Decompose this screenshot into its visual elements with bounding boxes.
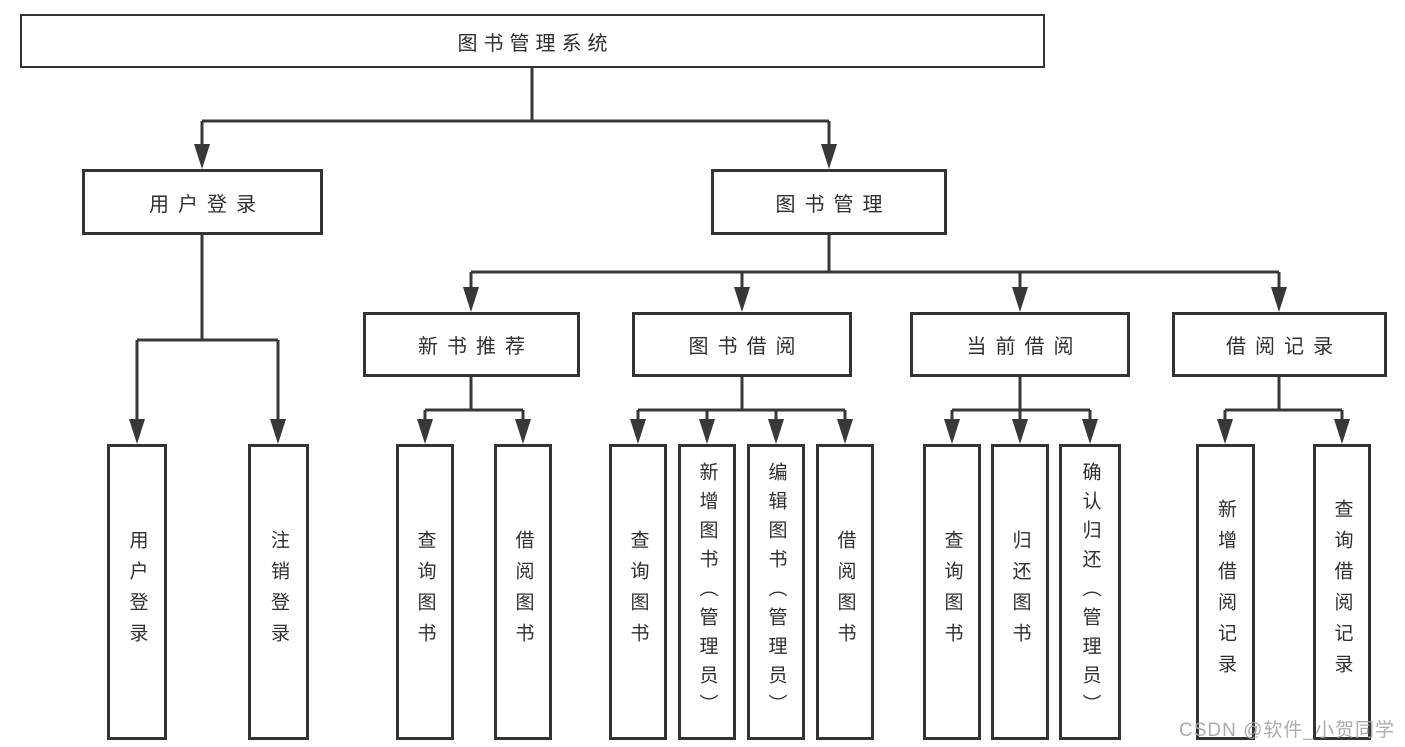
leaf-user-login-label: 用户登录 bbox=[126, 530, 148, 654]
node-book-borrowing-label: 图书借阅 bbox=[688, 336, 805, 358]
leaf-add-books-admin-label: 新增图书（管理员） bbox=[696, 461, 718, 723]
edge-borrow-records-to-leaves bbox=[1223, 377, 1344, 421]
edge-current-borrow-to-leaves bbox=[950, 377, 1092, 421]
leaf-confirm-return-admin: 确认归还（管理员） bbox=[1059, 444, 1121, 740]
leaf-add-books-admin: 新增图书（管理员） bbox=[678, 444, 736, 740]
node-user-login: 用户登录 bbox=[82, 169, 323, 235]
node-user-login-label: 用户登录 bbox=[149, 193, 265, 216]
node-book-borrowing: 图书借阅 bbox=[632, 312, 852, 377]
leaf-query-books-current-label: 查询图书 bbox=[941, 530, 963, 654]
leaf-borrow-books-recommend: 借阅图书 bbox=[494, 444, 552, 740]
node-library-system: 图书管理系统 bbox=[20, 14, 1045, 68]
csdn-watermark: CSDN @软件_小贺同学 bbox=[1179, 720, 1395, 741]
leaf-query-books-borrow-label: 查询图书 bbox=[627, 530, 649, 654]
node-library-system-label: 图书管理系统 bbox=[457, 32, 614, 55]
edge-book-borrow-to-leaves bbox=[636, 377, 847, 421]
leaf-borrow-books: 借阅图书 bbox=[816, 444, 874, 740]
leaf-borrow-books-label: 借阅图书 bbox=[834, 530, 856, 654]
leaf-query-books-recommend-label: 查询图书 bbox=[414, 530, 436, 654]
arrowheads bbox=[129, 144, 1350, 444]
leaf-query-books-borrow: 查询图书 bbox=[609, 444, 667, 740]
node-book-management-label: 图书管理 bbox=[775, 193, 892, 216]
edge-user-login-to-leaves bbox=[135, 235, 280, 421]
leaf-query-borrow-record: 查询借阅记录 bbox=[1313, 444, 1371, 740]
node-borrow-records: 借阅记录 bbox=[1172, 312, 1387, 377]
leaf-logout: 注销登录 bbox=[248, 444, 309, 740]
edge-root-to-level2 bbox=[200, 68, 831, 146]
node-current-borrowing: 当前借阅 bbox=[910, 312, 1130, 377]
leaf-edit-books-admin-label: 编辑图书（管理员） bbox=[765, 461, 787, 723]
leaf-borrow-books-recommend-label: 借阅图书 bbox=[512, 530, 534, 654]
leaf-query-books-recommend: 查询图书 bbox=[396, 444, 454, 740]
leaf-confirm-return-admin-label: 确认归还（管理员） bbox=[1079, 461, 1101, 723]
leaf-user-login: 用户登录 bbox=[107, 444, 167, 740]
node-current-borrowing-label: 当前借阅 bbox=[966, 336, 1083, 358]
leaf-query-borrow-record-label: 查询借阅记录 bbox=[1331, 499, 1353, 685]
leaf-add-borrow-record-label: 新增借阅记录 bbox=[1215, 499, 1236, 685]
leaf-edit-books-admin: 编辑图书（管理员） bbox=[747, 444, 805, 740]
node-book-management: 图书管理 bbox=[711, 169, 947, 235]
leaf-return-books: 归还图书 bbox=[991, 444, 1049, 740]
leaf-logout-label: 注销登录 bbox=[268, 530, 289, 654]
leaf-return-books-label: 归还图书 bbox=[1009, 530, 1031, 654]
leaf-query-books-current: 查询图书 bbox=[923, 444, 981, 740]
leaf-add-borrow-record: 新增借阅记录 bbox=[1196, 444, 1255, 740]
node-borrow-records-label: 借阅记录 bbox=[1226, 336, 1342, 358]
edge-book-mgmt-to-level3 bbox=[469, 235, 1281, 289]
node-new-book-recommend-label: 新书推荐 bbox=[418, 336, 534, 358]
edge-new-books-to-leaves bbox=[423, 377, 525, 421]
node-new-book-recommend: 新书推荐 bbox=[363, 312, 580, 377]
